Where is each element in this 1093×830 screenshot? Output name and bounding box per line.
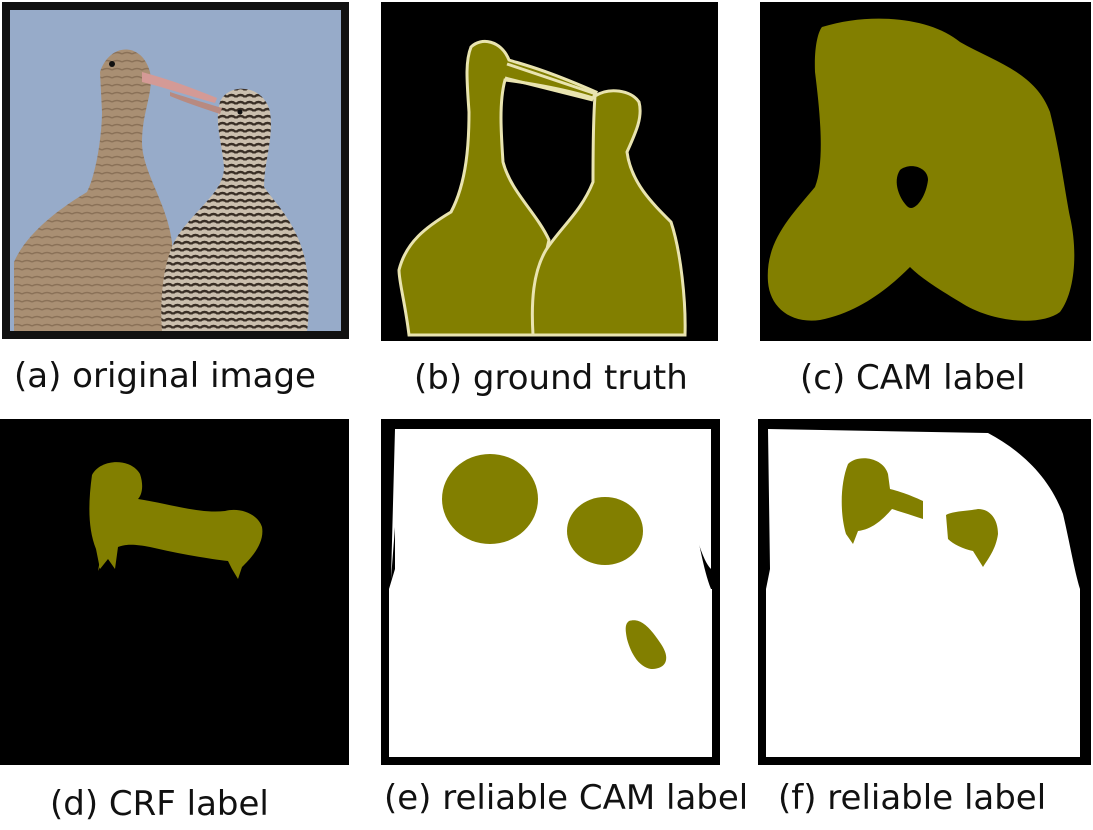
reliable-cam-label-mask: [381, 419, 720, 765]
caption-original-image: (a) original image: [14, 356, 316, 396]
cam-label-mask: [760, 2, 1091, 341]
panel-original-image: [2, 2, 349, 339]
caption-crf-label: (d) CRF label: [50, 784, 269, 824]
panel-reliable-cam-label: [381, 419, 720, 765]
original-image-photo: [2, 2, 349, 339]
panel-cam-label: [760, 2, 1091, 341]
panel-crf-label: [0, 419, 349, 765]
panel-reliable-label: [758, 419, 1091, 765]
ground-truth-mask: [381, 2, 718, 341]
crf-label-mask: [0, 419, 349, 765]
caption-reliable-label: (f) reliable label: [778, 778, 1046, 818]
panel-ground-truth: [381, 2, 718, 341]
caption-cam-label: (c) CAM label: [800, 358, 1025, 398]
reliable-label-mask: [758, 419, 1091, 765]
caption-reliable-cam-label: (e) reliable CAM label: [384, 778, 748, 818]
caption-ground-truth: (b) ground truth: [414, 358, 688, 398]
